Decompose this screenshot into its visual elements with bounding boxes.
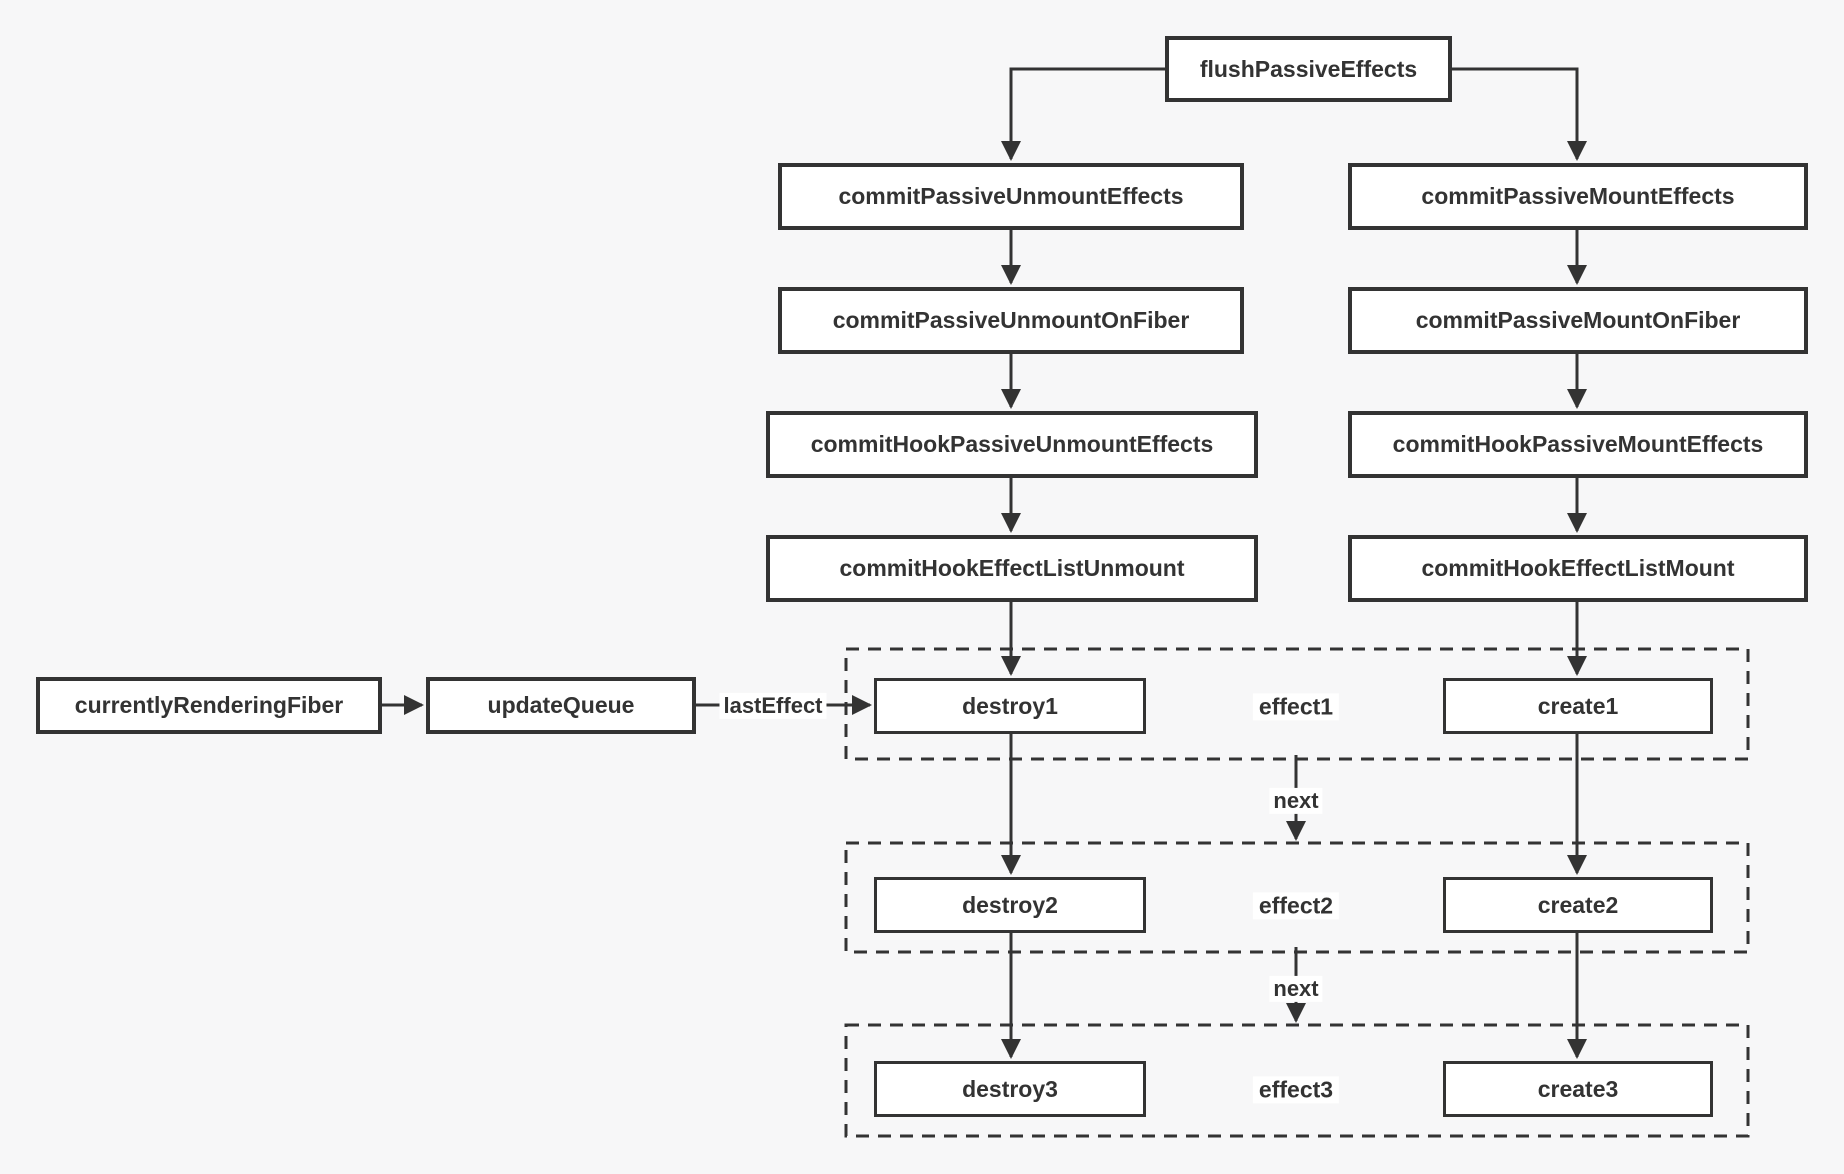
edge-flush-to-mount: [1452, 67, 1587, 161]
group-label-effect2: effect2: [1252, 892, 1340, 920]
edge-label-last-effect: lastEffect: [719, 692, 827, 720]
node-destroy1: destroy1: [874, 678, 1146, 734]
node-create2: create2: [1443, 877, 1713, 933]
node-destroy2: destroy2: [874, 877, 1146, 933]
node-commit-hook-effect-list-mount: commitHookEffectListMount: [1348, 535, 1808, 602]
edge-flush-to-unmount: [1001, 67, 1165, 161]
node-create1: create1: [1443, 678, 1713, 734]
node-destroy3: destroy3: [874, 1061, 1146, 1117]
node-create3: create3: [1443, 1061, 1713, 1117]
node-commit-passive-unmount-on-fiber: commitPassiveUnmountOnFiber: [778, 287, 1244, 354]
node-commit-passive-mount-on-fiber: commitPassiveMountOnFiber: [1348, 287, 1808, 354]
node-update-queue: updateQueue: [426, 677, 696, 734]
edge-label-next-2: next: [1269, 975, 1323, 1003]
node-commit-hook-passive-unmount-effects: commitHookPassiveUnmountEffects: [766, 411, 1258, 478]
node-flush-passive-effects: flushPassiveEffects: [1165, 36, 1452, 102]
node-commit-hook-effect-list-unmount: commitHookEffectListUnmount: [766, 535, 1258, 602]
node-commit-passive-unmount-effects: commitPassiveUnmountEffects: [778, 163, 1244, 230]
node-commit-passive-mount-effects: commitPassiveMountEffects: [1348, 163, 1808, 230]
edge-label-next-1: next: [1269, 787, 1323, 815]
node-currently-rendering-fiber: currentlyRenderingFiber: [36, 677, 382, 734]
node-commit-hook-passive-mount-effects: commitHookPassiveMountEffects: [1348, 411, 1808, 478]
group-label-effect3: effect3: [1252, 1076, 1340, 1104]
effect3-group-box: [844, 1023, 1750, 1138]
group-label-effect1: effect1: [1252, 693, 1340, 721]
